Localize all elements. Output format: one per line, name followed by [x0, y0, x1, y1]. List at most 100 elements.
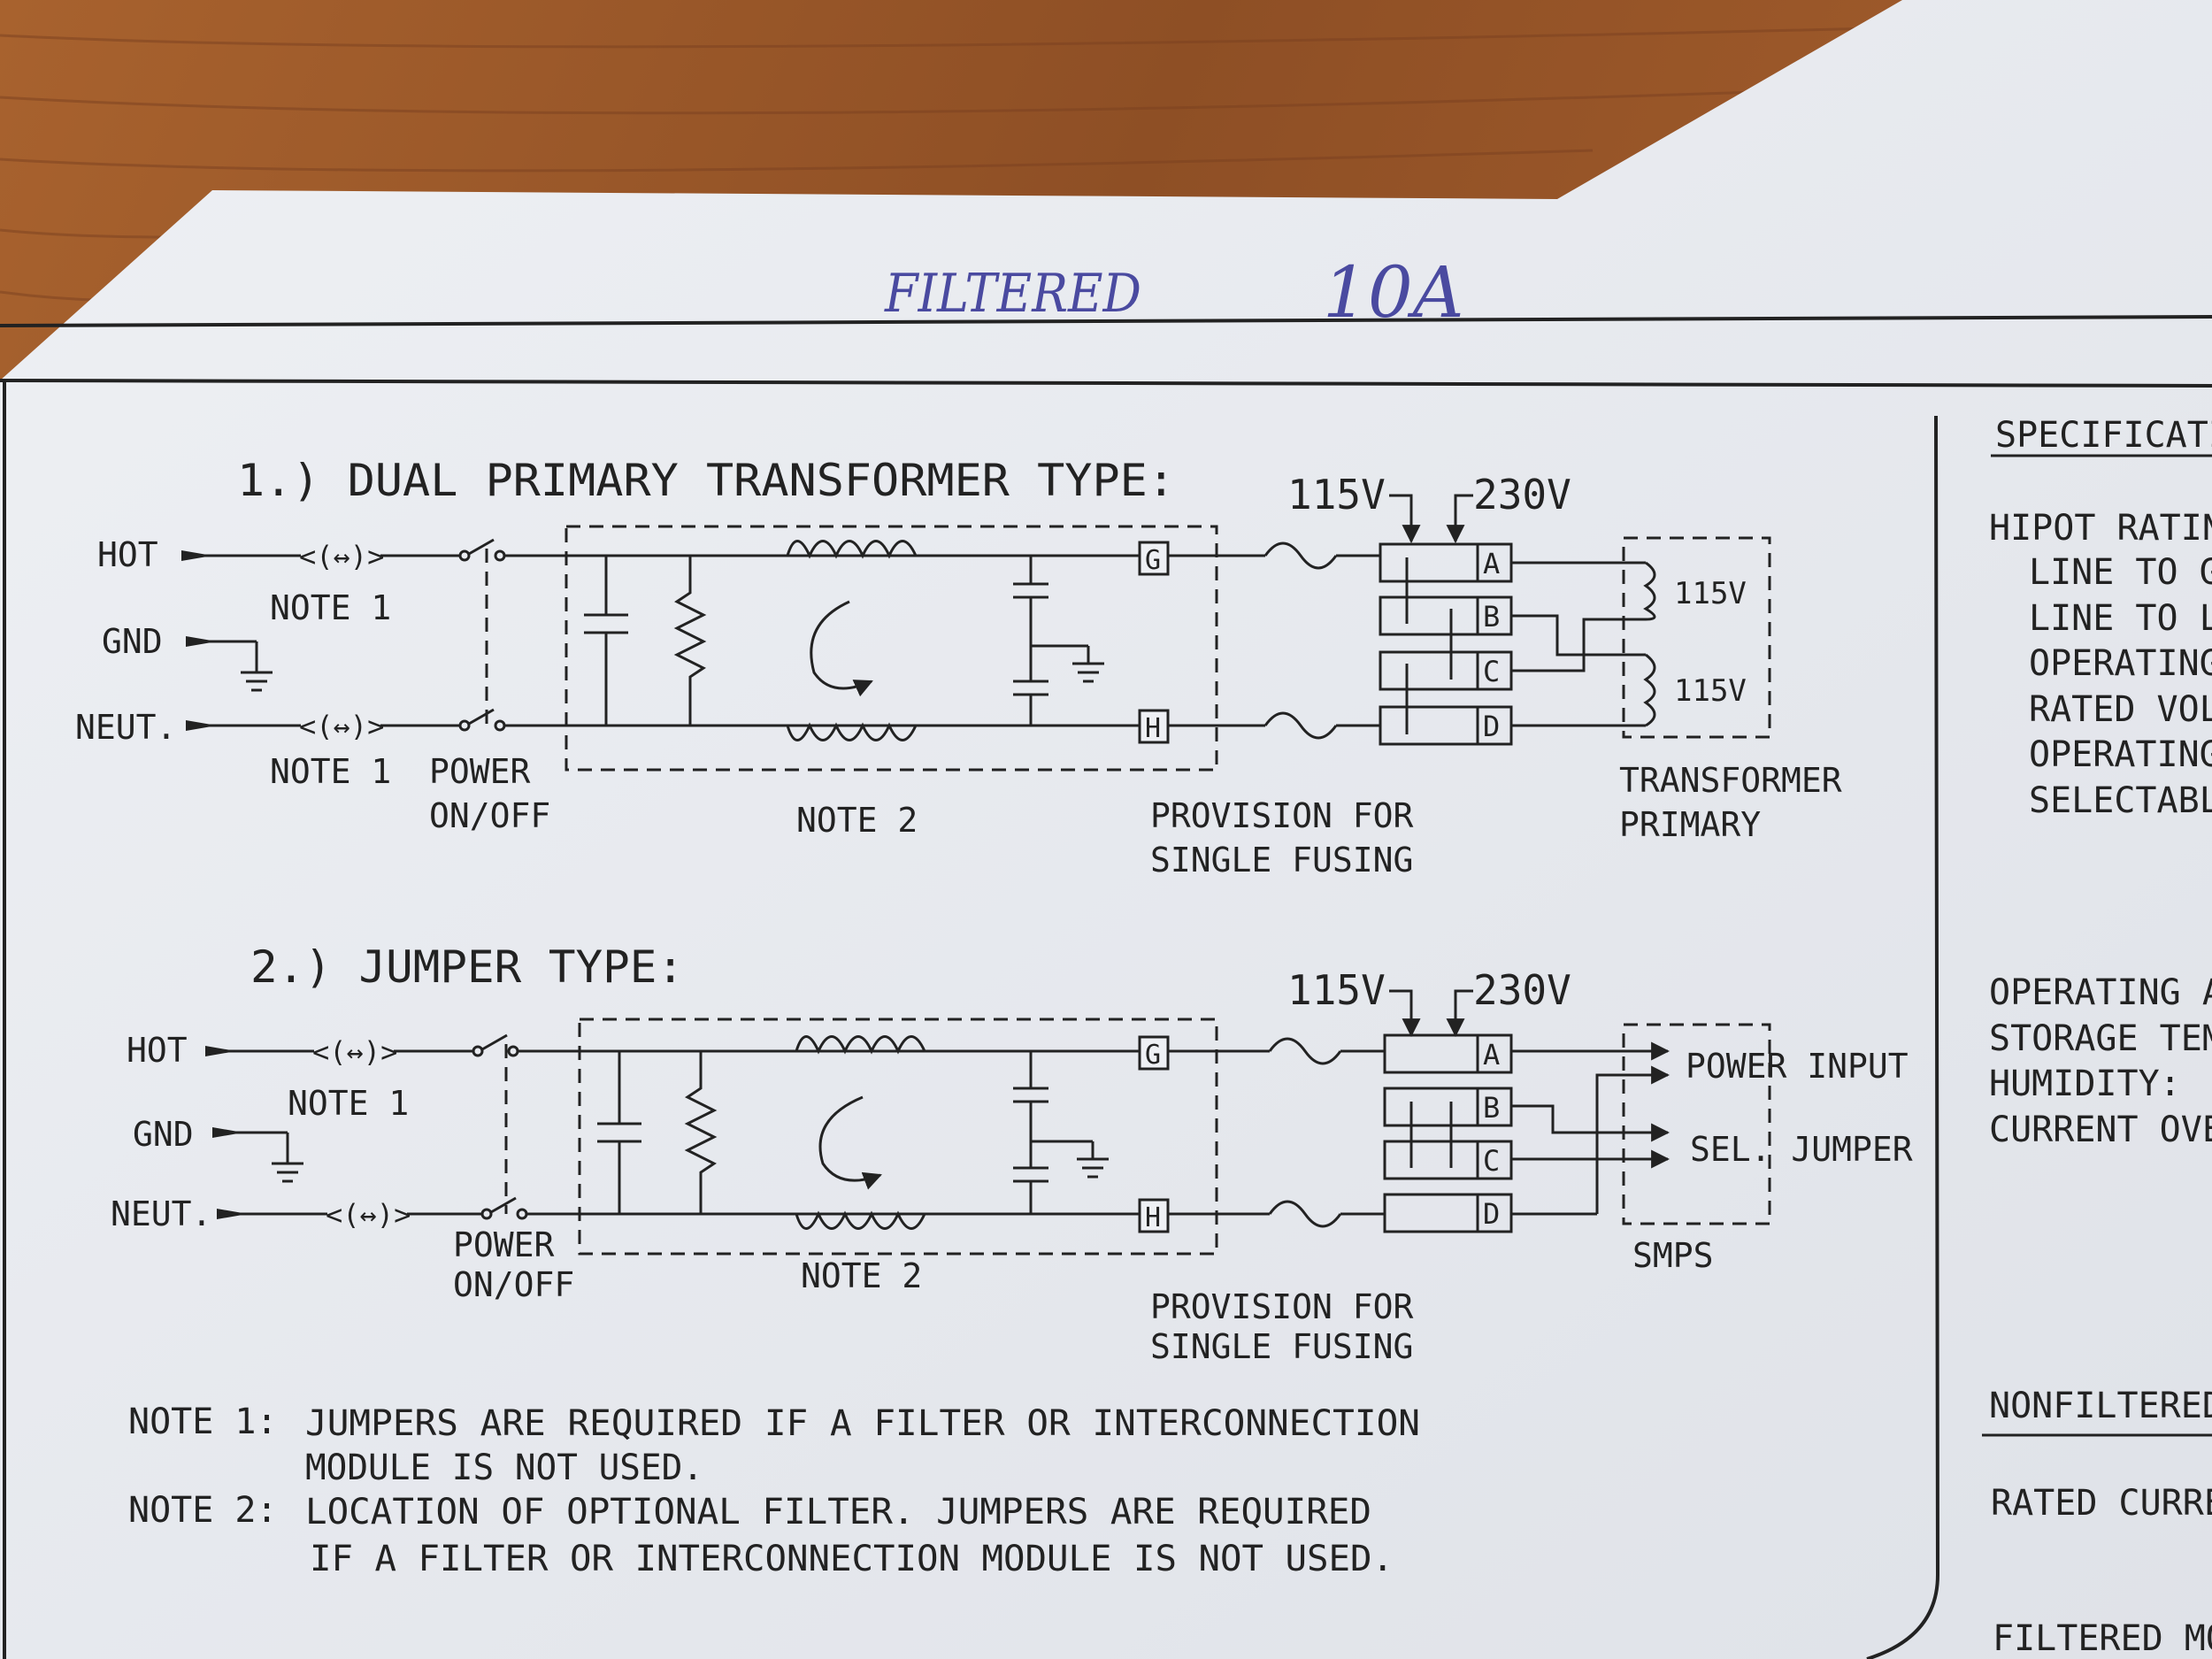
spec-line-to-l: LINE TO L — [2029, 598, 2212, 639]
note2-label: NOTE 2 — [796, 801, 918, 840]
svg-text:H: H — [1145, 1202, 1161, 1233]
block-a: A — [1483, 547, 1500, 580]
note2-label-2: NOTE 2 — [801, 1256, 922, 1295]
fuse-symbols — [1168, 541, 1380, 740]
v115-label: 115V — [1287, 471, 1386, 518]
filter-components-2 — [597, 1035, 1109, 1230]
section1-title: 1.) DUAL PRIMARY TRANSFORMER TYPE: — [237, 455, 1175, 506]
spec-selectable: SELECTABL — [2029, 780, 2212, 821]
section2-title: 2.) JUMPER TYPE: — [250, 941, 684, 993]
neutral-wire-2: <(↔)> — [217, 1196, 1141, 1232]
spec-nonfiltered: NONFILTERED — [1989, 1386, 2212, 1426]
neut-label-2: NEUT. — [111, 1194, 211, 1233]
terminal-g-2 — [1138, 1035, 1170, 1071]
spec-line-to-g: LINE TO G — [2029, 552, 2212, 593]
note1-footnote-line1: JUMPERS ARE REQUIRED IF A FILTER OR INTE… — [305, 1403, 1420, 1444]
spec-rated-curre: RATED CURRE — [1991, 1483, 2212, 1524]
spec-hipot: HIPOT RATIN — [1989, 508, 2212, 549]
note2-footnote-line2: IF A FILTER OR INTERCONNECTION MODULE IS… — [310, 1539, 1394, 1579]
block-d: D — [1483, 710, 1500, 743]
block-b: B — [1483, 600, 1500, 634]
coil2-label: 115V — [1674, 673, 1747, 709]
v115-label-2: 115V — [1287, 966, 1386, 1014]
specifications-panel: SPECIFICATI HIPOT RATIN LINE TO G LINE T… — [1982, 415, 2212, 1659]
spec-humidity: HUMIDITY: — [1989, 1064, 2181, 1104]
gnd-symbol — [186, 636, 273, 692]
single-fusing-label: SINGLE FUSING — [1150, 841, 1413, 879]
note2-footnote-line1: LOCATION OF OPTIONAL FILTER. JUMPERS ARE… — [305, 1492, 1371, 1532]
block-c-2: C — [1483, 1144, 1500, 1178]
block-d-2: D — [1483, 1197, 1500, 1231]
spec-operating-1: OPERATING — [2029, 643, 2212, 684]
power-label-2: POWER — [453, 1225, 555, 1264]
note2-footnote-label: NOTE 2: — [128, 1490, 278, 1531]
hot-wire: <(↔)> — [181, 538, 1141, 573]
svg-text:G: G — [1145, 545, 1161, 576]
smps-label: SMPS — [1632, 1236, 1714, 1275]
handwritten-filtered: FILTERED — [884, 263, 1141, 325]
transformer-box — [1622, 536, 1771, 739]
hot-label: HOT — [97, 535, 158, 574]
wood-grain — [0, 25, 1947, 303]
terminal-g — [1138, 541, 1170, 576]
hot-label-2: HOT — [127, 1031, 188, 1070]
spec-operating-2: OPERATING — [2029, 734, 2212, 775]
block-a-2: A — [1483, 1038, 1500, 1071]
v230-label: 230V — [1473, 471, 1571, 518]
block-c: C — [1483, 655, 1500, 688]
notes-block: NOTE 1: JUMPERS ARE REQUIRED IF A FILTER… — [128, 1402, 1420, 1579]
spec-header: SPECIFICATI — [1995, 415, 2212, 456]
smps-wiring — [1511, 1041, 1671, 1216]
spec-divider — [1866, 415, 1940, 1659]
optional-filter-box — [565, 525, 1218, 772]
note1-footnote-line2: MODULE IS NOT USED. — [305, 1448, 703, 1488]
spec-current-ove: CURRENT OVE — [1989, 1110, 2212, 1150]
block-b-2: B — [1483, 1091, 1500, 1125]
onoff-label: ON/OFF — [429, 796, 550, 835]
transformer-label: TRANSFORMER — [1619, 761, 1842, 800]
primary-label: PRIMARY — [1619, 805, 1761, 844]
header-rule — [0, 315, 2212, 327]
provision-label: PROVISION FOR — [1150, 796, 1414, 835]
spec-rated-vol: RATED VOL — [2029, 689, 2212, 730]
gnd-label-2: GND — [133, 1115, 194, 1154]
handwritten-rating: 10A — [1323, 251, 1464, 334]
svg-text:<(↔)>: <(↔)> — [299, 540, 384, 573]
coil1-label: 115V — [1674, 576, 1747, 611]
provision-label-2: PROVISION FOR — [1150, 1287, 1414, 1326]
terminal-h-2 — [1138, 1198, 1170, 1233]
note1-top-label: NOTE 1 — [270, 588, 391, 627]
onoff-label-2: ON/OFF — [453, 1265, 574, 1304]
sel-jumper-label: SEL. JUMPER — [1690, 1130, 1913, 1169]
power-input-label: POWER INPUT — [1686, 1047, 1909, 1086]
svg-text:<(↔)>: <(↔)> — [312, 1035, 397, 1069]
note1-bottom-label: NOTE 1 — [270, 752, 391, 791]
spec-operating-a: OPERATING A — [1989, 972, 2212, 1013]
smps-box — [1622, 1023, 1771, 1225]
section-dual-primary: 1.) DUAL PRIMARY TRANSFORMER TYPE: HOT G… — [75, 455, 1842, 879]
spec-filtered-mo: FILTERED MO — [1993, 1618, 2212, 1659]
filter-components — [584, 540, 1104, 741]
note1-label-2: NOTE 1 — [288, 1084, 409, 1123]
hot-wire-2: <(↔)> — [205, 1033, 1141, 1069]
power-label: POWER — [429, 752, 531, 791]
svg-text:<(↔)>: <(↔)> — [299, 710, 384, 743]
svg-text:H: H — [1145, 713, 1161, 744]
transformer-wiring — [1511, 561, 1656, 727]
box-top-rule — [0, 379, 2212, 388]
note1-footnote-label: NOTE 1: — [128, 1402, 278, 1442]
section-jumper-type: 2.) JUMPER TYPE: HOT GND NEUT. <(↔)> NOT… — [111, 941, 1913, 1366]
terminal-h — [1138, 709, 1170, 744]
spec-storage-tem: STORAGE TEM — [1989, 1018, 2212, 1059]
neutral-wire: <(↔)> — [186, 708, 1141, 743]
fuse-symbols-2 — [1168, 1037, 1385, 1228]
svg-text:<(↔)>: <(↔)> — [326, 1198, 411, 1232]
svg-text:G: G — [1145, 1040, 1161, 1071]
neut-label: NEUT. — [75, 708, 176, 747]
v230-label-2: 230V — [1473, 966, 1571, 1014]
gnd-label: GND — [102, 622, 163, 661]
single-fusing-label-2: SINGLE FUSING — [1150, 1327, 1413, 1366]
gnd-symbol-2 — [212, 1127, 303, 1183]
